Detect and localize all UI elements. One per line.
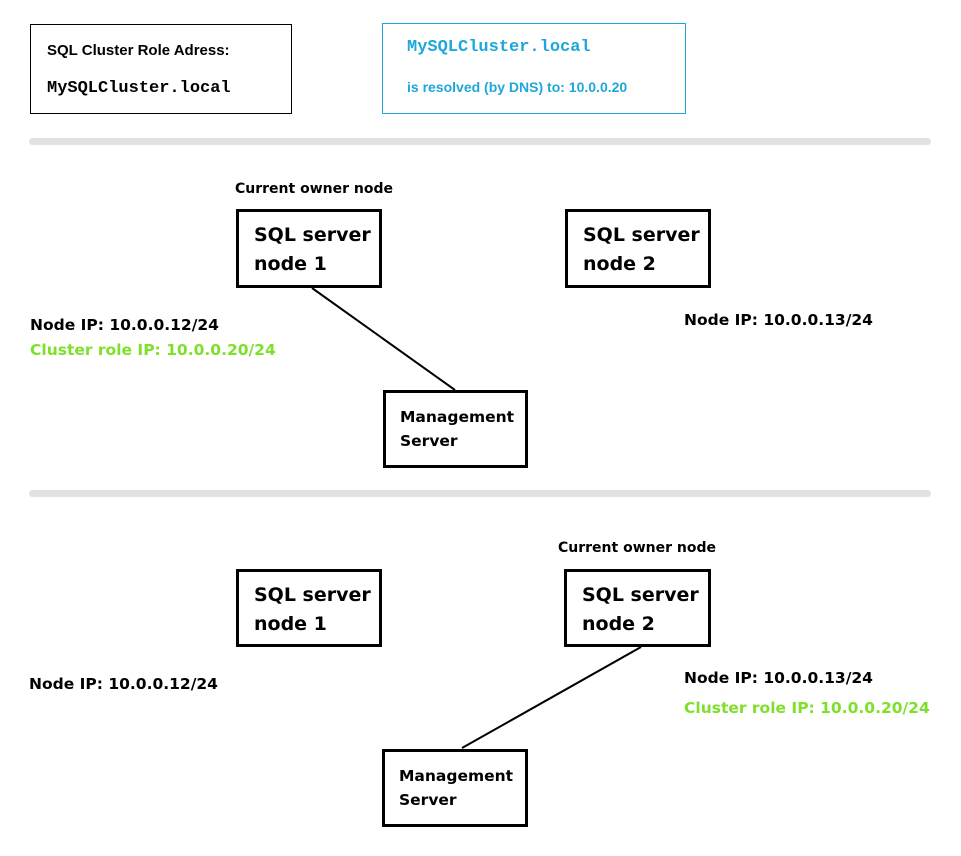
separator-top <box>29 138 931 145</box>
sql-node-1-label: SQL server node 1 <box>254 224 371 275</box>
cluster-address-box: SQL Cluster Role Adress: MySQLCluster.lo… <box>30 24 292 114</box>
node-2-cluster-ip: Cluster role IP: 10.0.0.20/24 <box>684 699 930 717</box>
management-server-label: Management Server <box>400 408 515 450</box>
separator-middle <box>29 490 931 497</box>
sql-node-2-label: SQL server node 2 <box>582 584 699 635</box>
sql-node-2-label: SQL server node 2 <box>583 224 700 275</box>
management-server-box: Management Server <box>382 749 528 827</box>
node-2-ip: Node IP: 10.0.0.13/24 <box>684 669 873 687</box>
node-1-ip: Node IP: 10.0.0.12/24 <box>29 675 218 693</box>
cluster-address-value: MySQLCluster.local <box>47 79 231 98</box>
management-server-box: Management Server <box>383 390 528 468</box>
owner-caption-node2: Current owner node <box>558 540 716 556</box>
sql-node-2-box: SQL server node 2 <box>564 569 711 647</box>
sql-node-1-label: SQL server node 1 <box>254 584 371 635</box>
node-2-ip: Node IP: 10.0.0.13/24 <box>684 311 873 329</box>
owner-caption-node1: Current owner node <box>235 181 393 197</box>
link-node2-management <box>461 646 642 749</box>
management-server-label: Management Server <box>399 767 514 809</box>
dns-hostname: MySQLCluster.local <box>407 38 591 57</box>
dns-resolution-box: MySQLCluster.local is resolved (by DNS) … <box>382 23 686 114</box>
node-1-cluster-ip: Cluster role IP: 10.0.0.20/24 <box>30 341 276 359</box>
cluster-address-label: SQL Cluster Role Adress: <box>47 42 230 59</box>
link-node1-management <box>311 287 456 391</box>
node-1-ip: Node IP: 10.0.0.12/24 <box>30 316 219 334</box>
dns-resolution-text: is resolved (by DNS) to: 10.0.0.20 <box>407 79 628 95</box>
sql-node-1-box: SQL server node 1 <box>236 569 382 647</box>
sql-node-1-box: SQL server node 1 <box>236 209 382 288</box>
sql-node-2-box: SQL server node 2 <box>565 209 711 288</box>
